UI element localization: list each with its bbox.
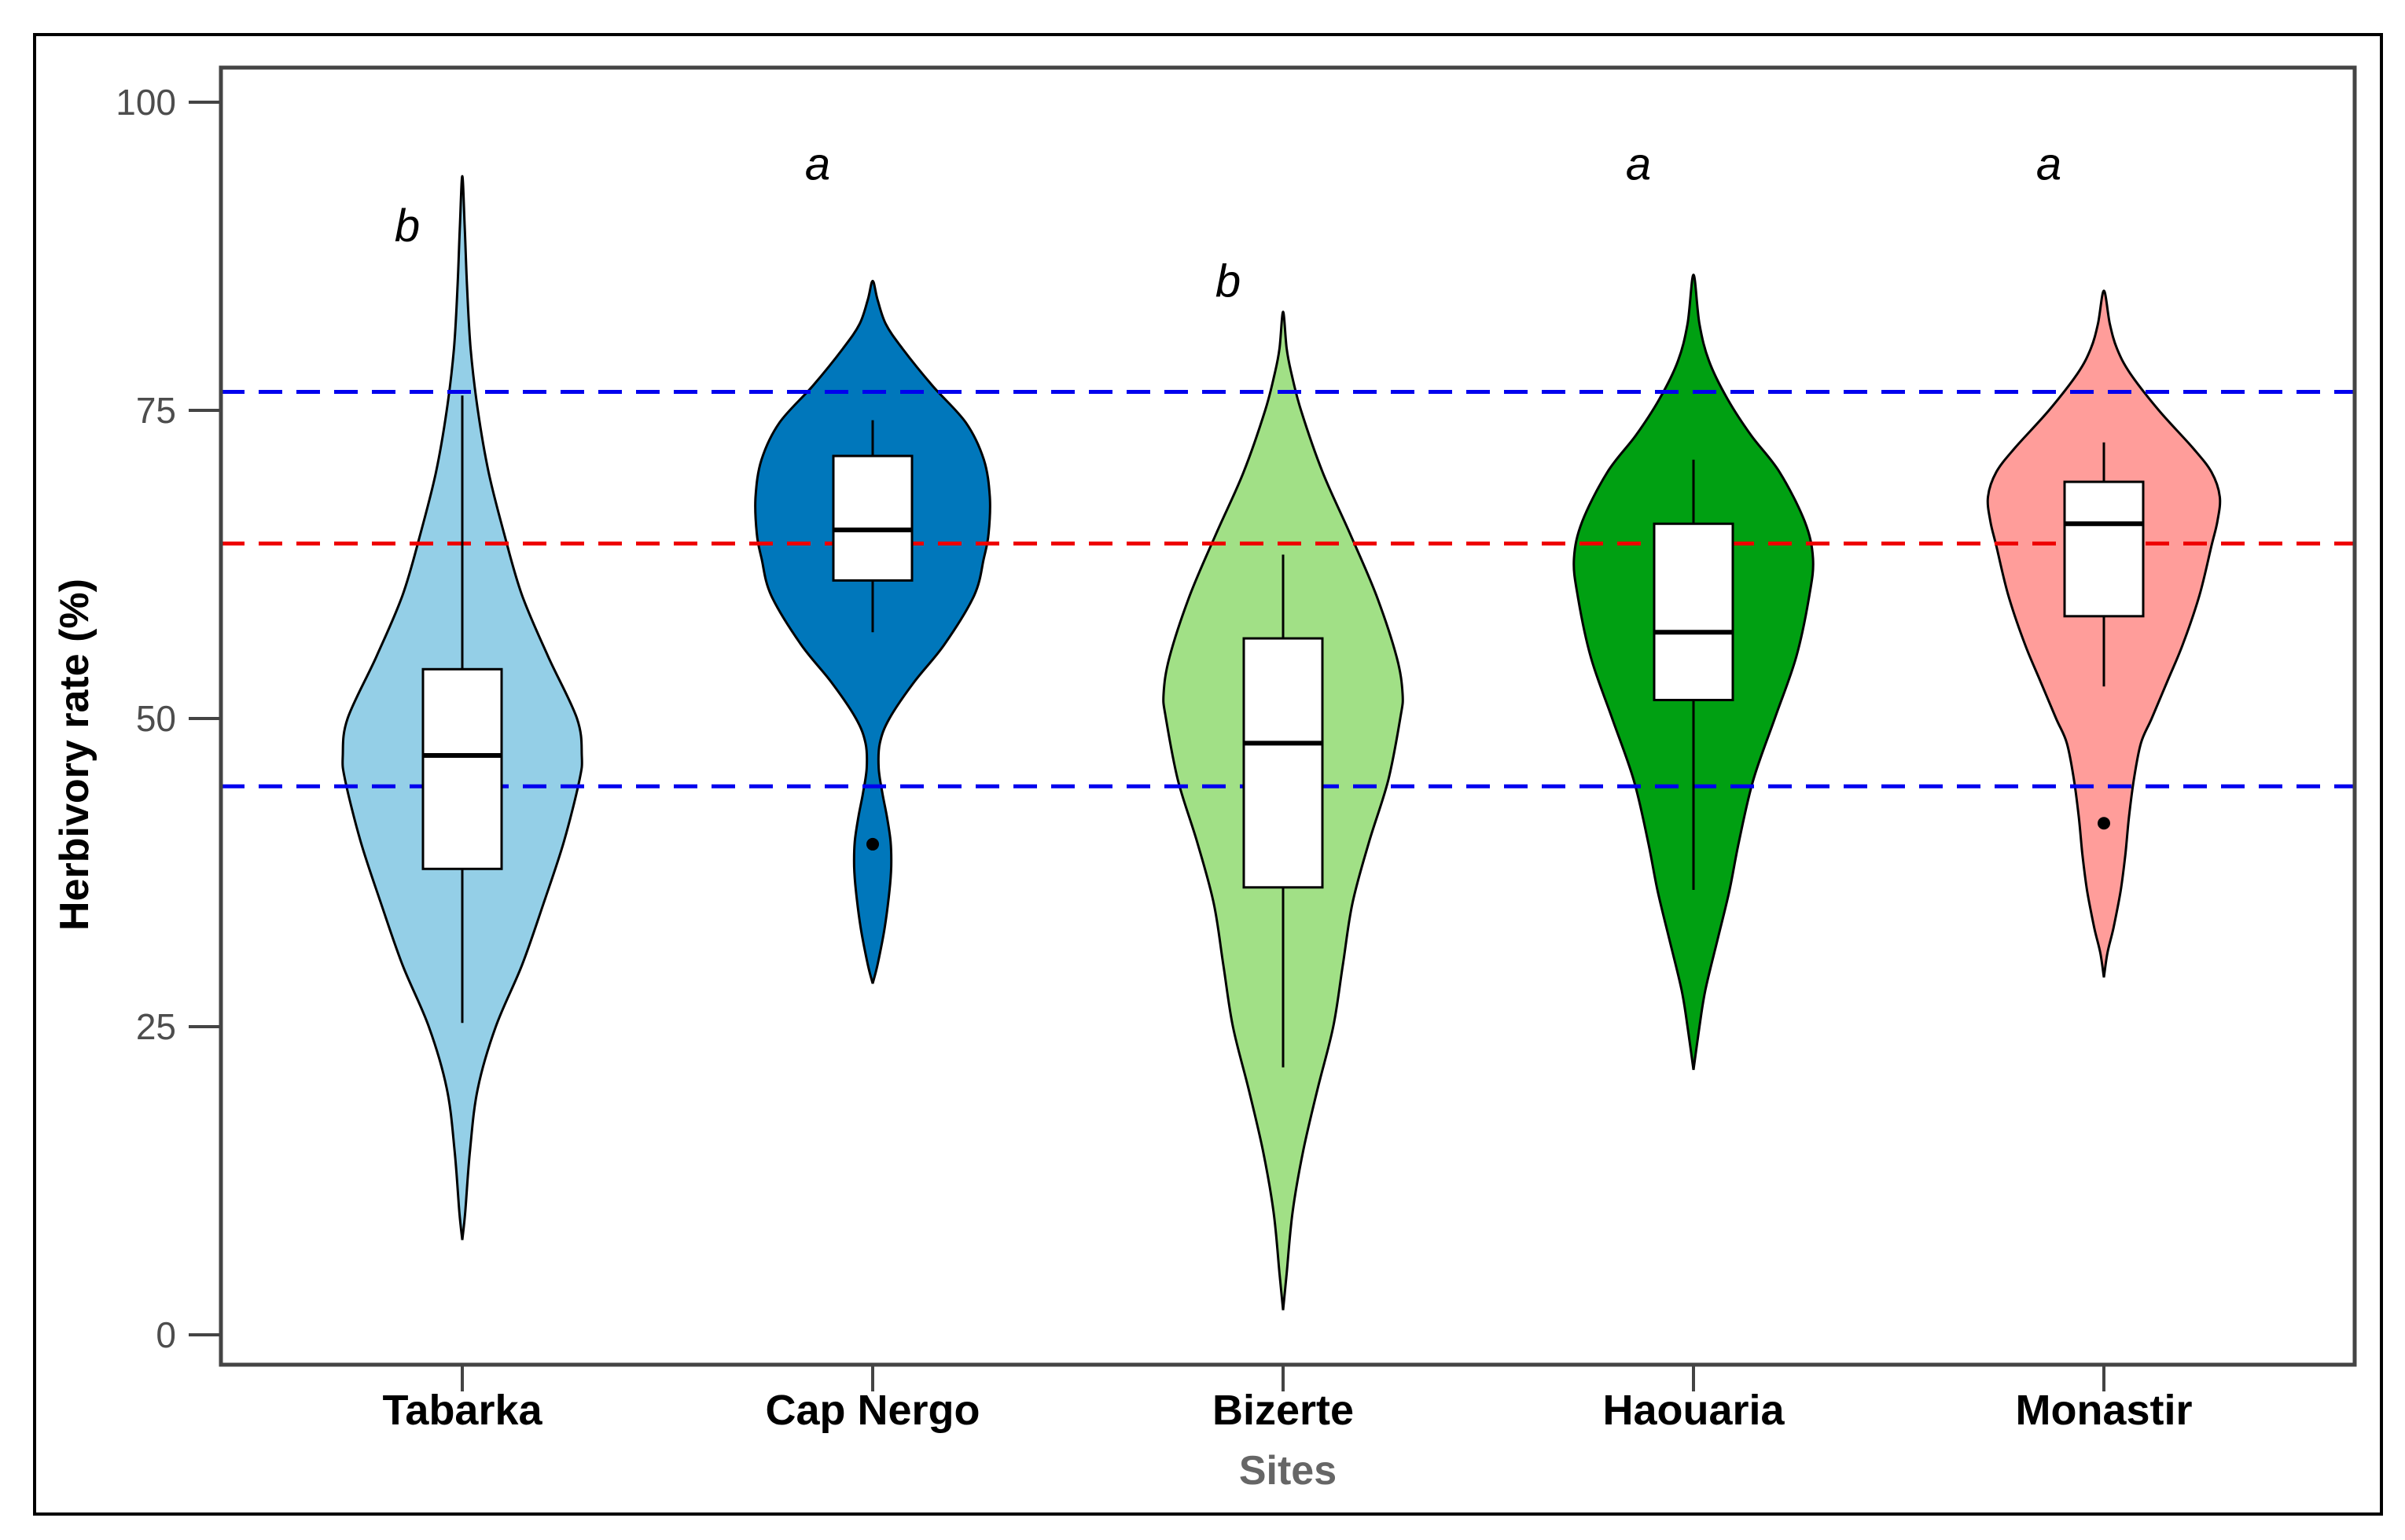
plot-panel-border [219,65,2357,1367]
box-iqr [421,667,503,870]
x-axis-title: Sites [1239,1448,1337,1494]
plot-area: b a b a a [221,138,2355,1310]
significance-letter: a [2036,138,2061,189]
box-iqr [832,454,914,582]
x-tick-label: Monastir [2015,1387,2192,1434]
y-axis-title: Herbivory rate (%) [52,579,97,931]
box-iqr [1653,522,1734,701]
y-tick-label: 50 [136,698,176,739]
x-tick-label: Bizerte [1212,1387,1354,1434]
box-iqr [1242,637,1324,889]
significance-letter: b [395,200,420,252]
significance-letter: a [1626,138,1651,189]
box-iqr [2063,480,2145,618]
x-tick-label: Cap Nergo [765,1387,980,1434]
outlier-point [866,837,879,851]
y-tick-label: 0 [156,1314,176,1355]
y-tick-label: 100 [116,82,176,123]
significance-letter: a [805,138,830,189]
y-tick-label: 75 [136,390,176,431]
significance-letter: b [1215,255,1241,307]
x-tick-label: Tabarka [382,1387,542,1434]
outlier-point [2098,817,2110,830]
violin-2 [754,279,991,984]
y-tick-label: 25 [136,1006,176,1047]
x-tick-label: Haouaria [1602,1387,1785,1434]
